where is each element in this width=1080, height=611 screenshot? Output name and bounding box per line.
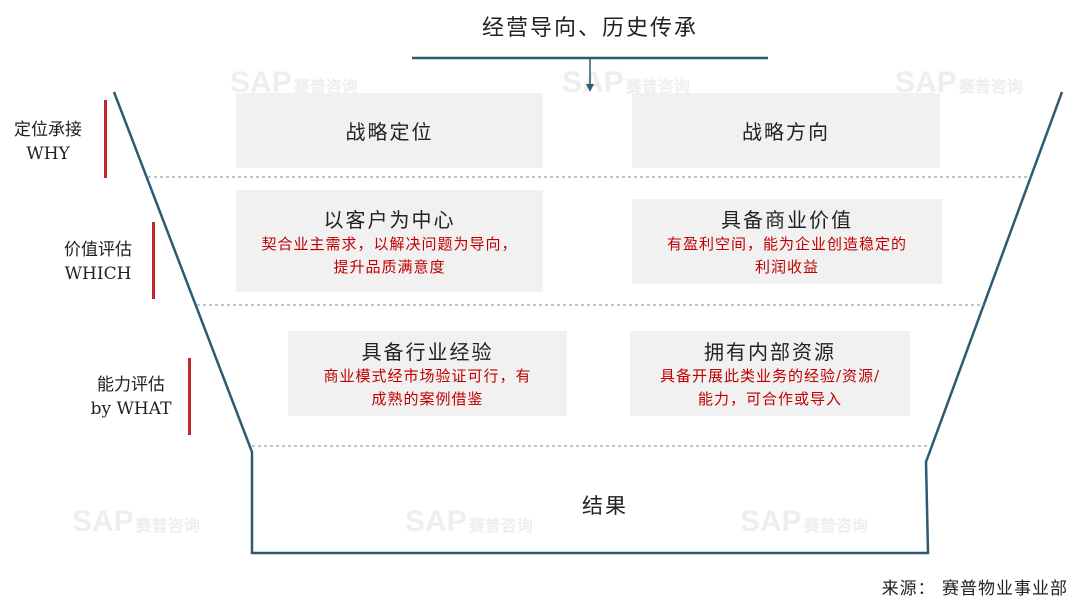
accent-bar [188, 358, 191, 435]
diagram-title: 经营导向、历史传承 [481, 16, 698, 41]
box-industry-experience: 具备行业经验 商业模式经市场验证可行，有 成熟的案例借鉴 [288, 331, 567, 416]
box-strategic-positioning: 战略定位 [236, 93, 543, 168]
level-title: 能力评估 [97, 375, 165, 395]
box-heading: 具备商业价值 [721, 208, 853, 232]
box-desc: 商业模式经市场验证可行，有 [323, 367, 532, 385]
box-commercial-value: 具备商业价值 有盈利空间，能为企业创造稳定的 利润收益 [632, 199, 942, 284]
box-heading: 具备行业经验 [361, 340, 494, 364]
box-desc: 契合业主需求，以解决问题为导向， [261, 234, 518, 253]
level-sub: WHY [26, 144, 70, 164]
box-customer-centric: 以客户为中心 契合业主需求，以解决问题为导向， 提升品质满意度 [236, 190, 543, 292]
level-label-what: 能力评估 by WHAT [80, 373, 182, 421]
box-heading: 战略定位 [345, 120, 434, 144]
arrow-head-icon [586, 84, 594, 92]
source-note: 来源： 赛普物业事业部 [881, 579, 1068, 599]
box-heading: 战略方向 [742, 120, 830, 144]
level-title: 定位承接 [14, 120, 82, 140]
box-internal-resources: 拥有内部资源 具备开展此类业务的经验/资源/ 能力，可合作或导入 [630, 331, 910, 416]
funnel-outline [112, 91, 1064, 555]
result-label: 结果 [582, 494, 628, 518]
box-desc: 有盈利空间，能为企业创造稳定的 [666, 235, 907, 253]
box-desc: 提升品质满意度 [333, 257, 446, 276]
level-sub: by WHAT [90, 399, 172, 419]
box-desc: 具备开展此类业务的经验/资源/ [659, 367, 881, 385]
box-desc: 能力，可合作或导入 [697, 390, 842, 408]
box-heading: 以客户为中心 [323, 207, 456, 232]
level-sub: WHICH [64, 264, 132, 284]
box-desc: 成熟的案例借鉴 [371, 390, 484, 408]
box-desc: 利润收益 [754, 258, 819, 276]
box-heading: 拥有内部资源 [704, 340, 836, 364]
level-label-which: 价值评估 WHICH [50, 238, 146, 286]
box-strategic-direction: 战略方向 [632, 93, 940, 168]
level-title: 价值评估 [64, 240, 132, 260]
level-label-why: 定位承接 WHY [2, 118, 94, 166]
accent-bar [104, 100, 107, 178]
accent-bar [152, 222, 155, 299]
